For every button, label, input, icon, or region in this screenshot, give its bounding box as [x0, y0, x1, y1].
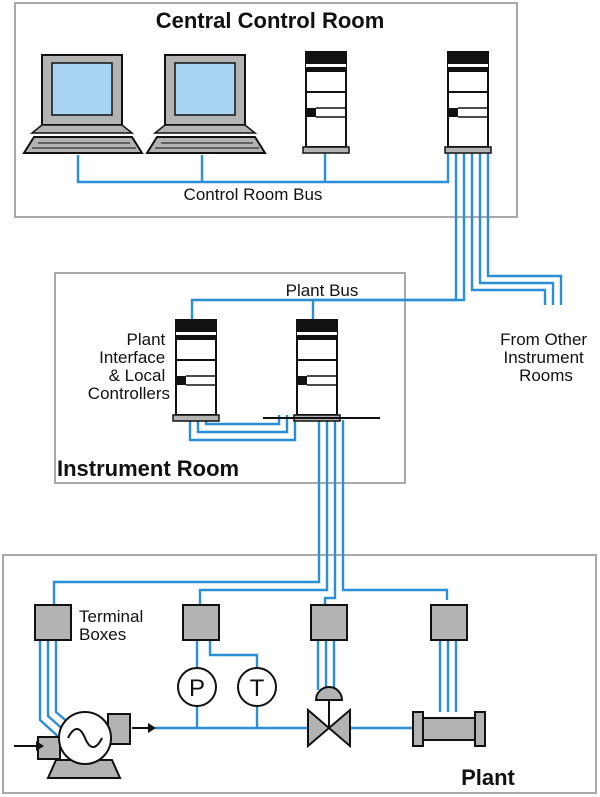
instrument-room-box: [54, 272, 406, 484]
plant-interface-controller-1: [172, 319, 220, 422]
pump-motor-icon: [14, 711, 156, 779]
plant-bus-label: Plant Bus: [286, 281, 359, 300]
control-server-1: [302, 51, 350, 154]
instrument-room-title: Instrument Room: [57, 456, 239, 481]
trunk-cables: [190, 150, 563, 320]
terminal-boxes-label: Terminal Boxes: [79, 607, 148, 644]
terminal-box-1: [34, 604, 72, 641]
control-room-bus-label: Control Room Bus: [184, 185, 323, 204]
plant-interface-controller-2: [293, 319, 341, 422]
temperature-gauge-label: T: [250, 675, 265, 702]
terminal-box-4: [430, 604, 468, 641]
control-room-title: Central Control Room: [156, 8, 385, 33]
plant-title: Plant: [461, 765, 515, 790]
pressure-gauge-icon: P: [177, 667, 217, 707]
terminal-box-3: [310, 604, 348, 641]
flow-meter-icon: [412, 711, 486, 747]
terminal-box-2: [182, 604, 220, 641]
pressure-gauge-label: P: [189, 675, 205, 702]
temperature-gauge-icon: T: [237, 667, 277, 707]
control-valve-icon: [307, 686, 351, 749]
control-server-2: [444, 51, 492, 154]
plant-interface-label: Plant Interface & Local Controllers: [88, 330, 170, 403]
from-other-rooms-label: From Other Instrument Rooms: [500, 330, 592, 385]
plant-cables: [52, 420, 449, 605]
